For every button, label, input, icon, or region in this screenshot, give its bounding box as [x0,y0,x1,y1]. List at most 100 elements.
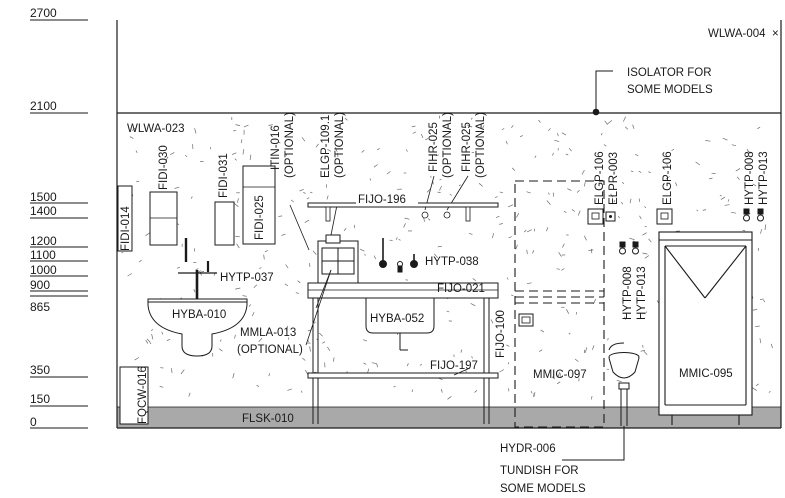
speckle-mark [648,238,652,243]
itin-016-label: ITIN-016 [270,125,282,170]
speckle-mark [523,229,527,233]
speckle-mark [731,144,737,147]
speckle-mark [552,152,554,156]
tundish-note-line1: TUNDISH FOR [500,465,579,477]
speckle-mark [145,232,151,236]
speckle-mark [538,119,541,123]
speckle-mark [458,184,461,187]
fihr-025-optional-2: (OPTIONAL) [475,112,487,178]
speckle-mark [264,250,268,253]
mmic-095-label: MMIC-095 [679,368,733,380]
speckle-mark [526,191,531,194]
wlwa-004-label: WLWA-004 [708,28,766,40]
hytp-038-label: HYTP-038 [425,256,479,268]
speckle-mark [696,209,699,212]
speckle-mark [393,385,396,388]
speckle-mark [439,185,442,191]
speckle-mark [412,131,416,134]
speckle-mark [639,215,642,220]
speckle-mark [568,332,571,335]
speckle-mark [752,183,757,187]
speckle-mark [648,171,652,174]
speckle-mark [665,176,670,180]
speckle-mark [722,137,728,141]
speckle-mark [326,195,329,200]
hytp-038-taps [379,238,418,273]
fihr-025-optional-1: (OPTIONAL) [442,112,454,178]
speckle-mark [675,182,678,187]
speckle-mark [644,255,650,259]
speckle-mark [460,349,463,353]
hytp-013-label-upper: HYTP-013 [758,151,770,205]
speckle-mark [604,120,608,125]
level-900: 900 [30,278,50,292]
speckle-mark [235,287,241,290]
fqcw-016-bin [119,366,149,425]
speckle-mark [759,298,764,301]
speckle-mark [752,387,757,391]
hytp-013-label-lower: HYTP-013 [636,266,648,320]
speckle-mark [343,227,347,232]
speckle-mark [242,149,245,155]
speckle-mark [472,278,476,281]
fidi-014-label: FIDI-014 [120,206,132,251]
speckle-mark [304,219,310,223]
speckle-mark [284,283,289,287]
speckle-mark [435,154,440,157]
speckle-mark [481,141,484,144]
elgp-109-1-optional: (OPTIONAL) [334,112,346,178]
speckle-mark [492,233,494,239]
speckle-mark [447,396,452,400]
speckle-mark [666,163,669,168]
speckle-mark [232,373,235,379]
speckle-mark [134,357,140,361]
speckle-mark [519,135,523,138]
speckle-mark [757,126,761,130]
speckle-mark [146,338,151,343]
speckle-mark [770,343,773,349]
speckle-mark [618,216,620,219]
speckle-mark [482,125,485,129]
speckle-mark [590,395,593,400]
speckle-mark [600,133,603,136]
fijo-197-label: FIJO-197 [430,360,478,372]
speckle-mark [671,148,675,151]
speckle-mark [188,392,191,397]
speckle-mark [327,148,331,152]
speckle-mark [702,209,707,211]
flsk-010-label: FLSK-010 [242,413,294,425]
speckle-mark [496,314,501,318]
speckle-mark [567,188,572,191]
speckle-mark [505,140,508,145]
fidi-031-dispenser [214,201,235,246]
speckle-mark [556,268,561,270]
isolator-leader [595,70,613,112]
mmla-013-optional: (OPTIONAL) [237,344,303,356]
speckle-mark [405,149,408,152]
speckle-mark [532,250,535,254]
speckle-mark [237,198,239,203]
speckle-mark [131,127,136,131]
speckle-mark [327,346,331,351]
speckle-mark [622,116,627,122]
speckle-mark [466,256,469,262]
speckle-mark [361,150,365,153]
speckle-mark [334,147,338,152]
level-0: 0 [30,415,37,429]
speckle-mark [511,167,516,171]
speckle-mark [253,284,258,289]
elgp-106-label-1: ELGP-106 [594,151,606,205]
speckle-mark [759,338,762,344]
speckle-mark [363,339,368,342]
level-1200: 1200 [30,234,57,248]
fihr-025-hook-2 [443,211,451,219]
speckle-mark [258,337,263,342]
wlwa-023-label: WLWA-023 [127,123,185,135]
speckle-mark [242,295,247,297]
speckle-mark [315,143,319,148]
speckle-mark [199,271,205,273]
speckle-mark [584,235,587,241]
speckle-mark [501,128,505,130]
speckle-mark [540,329,545,333]
speckle-mark [231,152,237,155]
